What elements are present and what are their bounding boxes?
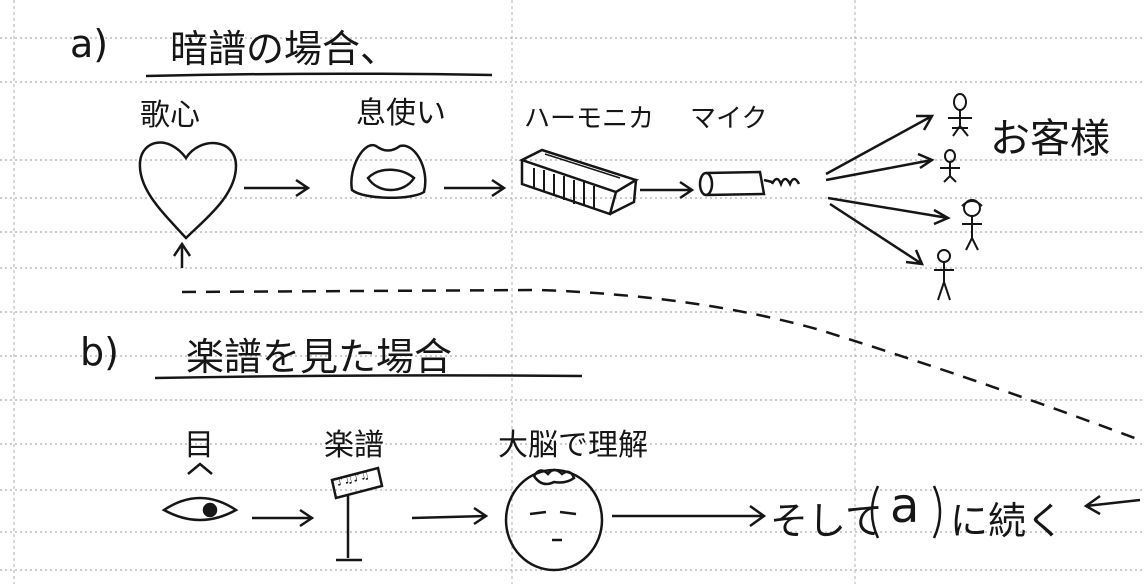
section-b-title: 楽譜を見た場合: [186, 335, 453, 379]
person-icon: [940, 149, 960, 183]
conclusion-suffix: に続く: [950, 499, 1065, 543]
label-score: 楽譜: [324, 428, 384, 463]
person-icon: [934, 249, 954, 301]
label-brain: 大脳で理解: [498, 428, 648, 463]
conclusion-prefix: そして: [770, 499, 883, 543]
mouth-icon: [350, 143, 427, 200]
ruled-paper-lines: [0, 37, 1145, 571]
flow-arrows-b: [252, 494, 1141, 528]
heart-icon: [138, 141, 238, 240]
label-harmonica: ハーモニカ: [524, 104, 655, 134]
label-heart: 歌心: [140, 98, 200, 133]
label-breath: 息使い: [356, 96, 446, 131]
person-icon: [948, 93, 972, 137]
conclusion-ref: a: [890, 478, 920, 534]
flow-arrows-a: [172, 114, 951, 268]
microphone-icon: [698, 170, 801, 197]
title-b-underline: [154, 374, 583, 380]
head-icon: [504, 468, 604, 572]
label-audience: お客様: [990, 116, 1110, 162]
harmonica-icon: [518, 148, 640, 216]
person-icon: [961, 199, 983, 251]
dashed-return-curve: [181, 288, 1141, 442]
title-a-underline: [145, 72, 493, 78]
label-eye: 目: [184, 428, 214, 463]
audience-icons: [934, 93, 983, 301]
music-stand-icon: [330, 466, 384, 562]
section-b-marker: b): [80, 330, 119, 374]
section-a-title: 暗譜の場合、: [170, 27, 399, 71]
section-a-marker: a): [70, 22, 109, 66]
eye-icon: [161, 462, 239, 522]
label-mic: マイク: [690, 104, 768, 134]
